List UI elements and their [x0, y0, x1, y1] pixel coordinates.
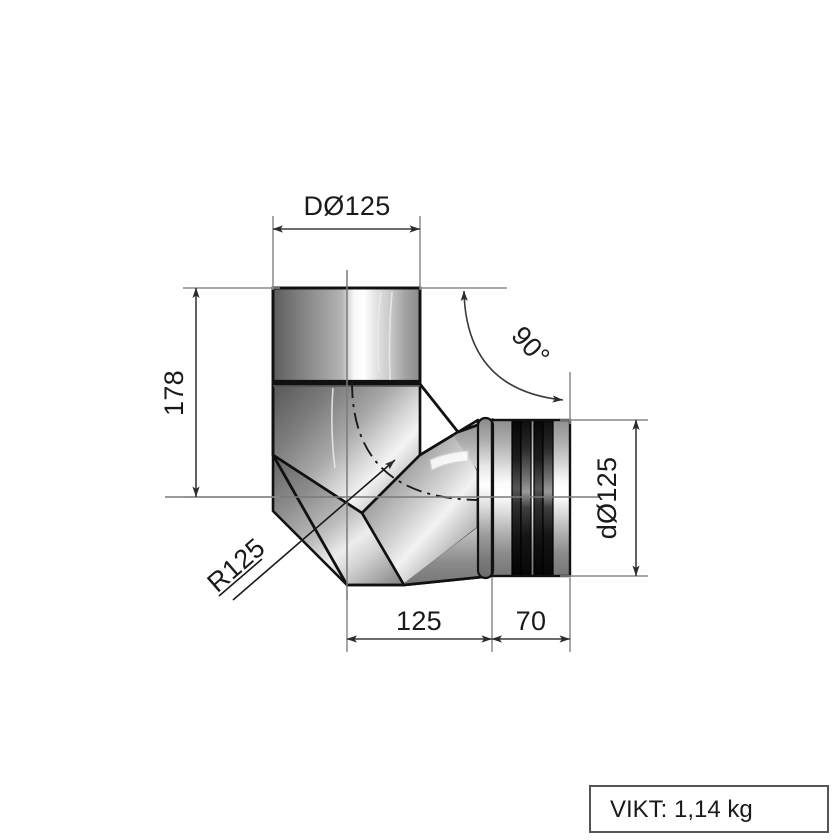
radius-leader-line — [232, 459, 396, 601]
weight-title-block: VIKT: 1,14 kg — [589, 785, 829, 833]
dim-label-end-diameter: dØ125 — [592, 457, 622, 540]
dim-label-top-diameter: DØ125 — [303, 191, 390, 221]
seal-ring-1 — [511, 419, 522, 577]
dimension-overall-height: 178 — [159, 287, 280, 498]
dimension-top-diameter: DØ125 — [272, 191, 421, 290]
dim-label-spigot-length: 70 — [516, 606, 547, 636]
dim-label-body-length: 125 — [396, 606, 442, 636]
dimension-bottom-lengths: 125 70 — [346, 578, 571, 652]
spigot-outline — [490, 418, 572, 578]
dim-label-bend-angle: 90° — [506, 320, 556, 371]
seal-ring-3 — [533, 419, 544, 577]
seal-ring-4 — [542, 419, 554, 577]
outlet-highlights — [429, 450, 469, 471]
dim-arc-90 — [460, 290, 564, 403]
dim-label-overall-height: 178 — [159, 370, 189, 416]
seal-ring-2 — [520, 419, 532, 577]
weight-box-frame — [589, 785, 829, 833]
radius-label-underline — [218, 558, 263, 597]
horizontal-body — [400, 420, 492, 586]
dimension-end-diameter: dØ125 — [560, 419, 648, 577]
weight-box-text: VIKT: 1,14 kg — [610, 796, 753, 823]
dimension-bend-angle: 90° — [420, 287, 571, 424]
spigot-assembly — [476, 416, 572, 580]
dim-label-bend-radius: R125 — [201, 532, 270, 598]
inner-radius-hidden-arc — [351, 381, 483, 501]
barrel-highlights — [331, 291, 393, 469]
bead-ring — [476, 416, 495, 580]
